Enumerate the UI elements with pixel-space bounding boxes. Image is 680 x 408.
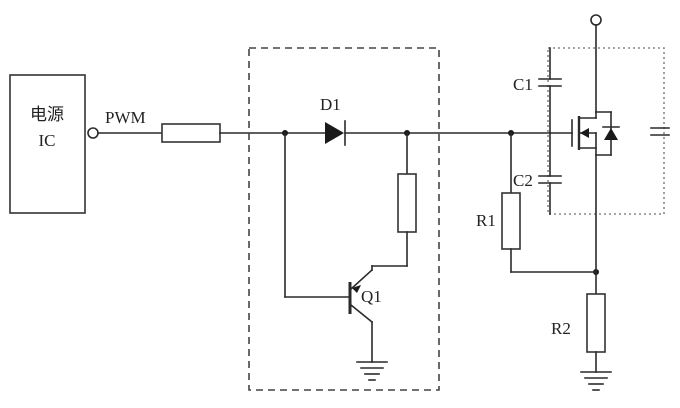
power-ic-label-cn: 电源 <box>30 105 64 125</box>
pwm-pin-terminal <box>87 127 99 139</box>
q1-emitter-arrow <box>352 285 361 293</box>
c1-label: C1 <box>513 75 533 94</box>
drain-terminal <box>590 14 602 26</box>
resistor-r2 <box>586 293 606 353</box>
bypass-resistor <box>397 173 417 233</box>
ground-symbol-r2 <box>580 371 612 391</box>
r2-label: R2 <box>551 319 571 338</box>
power-ic-box <box>9 74 86 214</box>
power-ic: 电源 IC <box>9 74 86 214</box>
diode-d1 <box>325 120 346 146</box>
resistor-r1 <box>501 192 521 250</box>
q1-emitter-lead <box>349 268 374 291</box>
mosfet-parasitic-enclosure <box>547 47 665 215</box>
transistor-q1 <box>284 132 374 363</box>
pwm-label: PWM <box>105 108 146 127</box>
q1-label: Q1 <box>361 287 382 306</box>
r1-label: R1 <box>476 211 496 230</box>
q1-collector-lead <box>349 303 374 324</box>
ground-symbol-q1 <box>356 361 388 381</box>
diode-d1-triangle <box>325 122 344 144</box>
series-resistor <box>161 123 221 143</box>
mosfet-body-arrow <box>580 128 589 138</box>
body-diode-triangle <box>604 128 618 140</box>
d1-label: D1 <box>320 95 341 114</box>
capacitor-c2 <box>538 132 562 215</box>
mosfet-symbol <box>571 111 620 273</box>
power-ic-label-ic: IC <box>39 131 56 150</box>
driver-circuit-enclosure <box>248 47 440 391</box>
c2-label: C2 <box>513 171 533 190</box>
capacitor-cds <box>650 127 670 136</box>
capacitor-c1 <box>538 47 562 134</box>
